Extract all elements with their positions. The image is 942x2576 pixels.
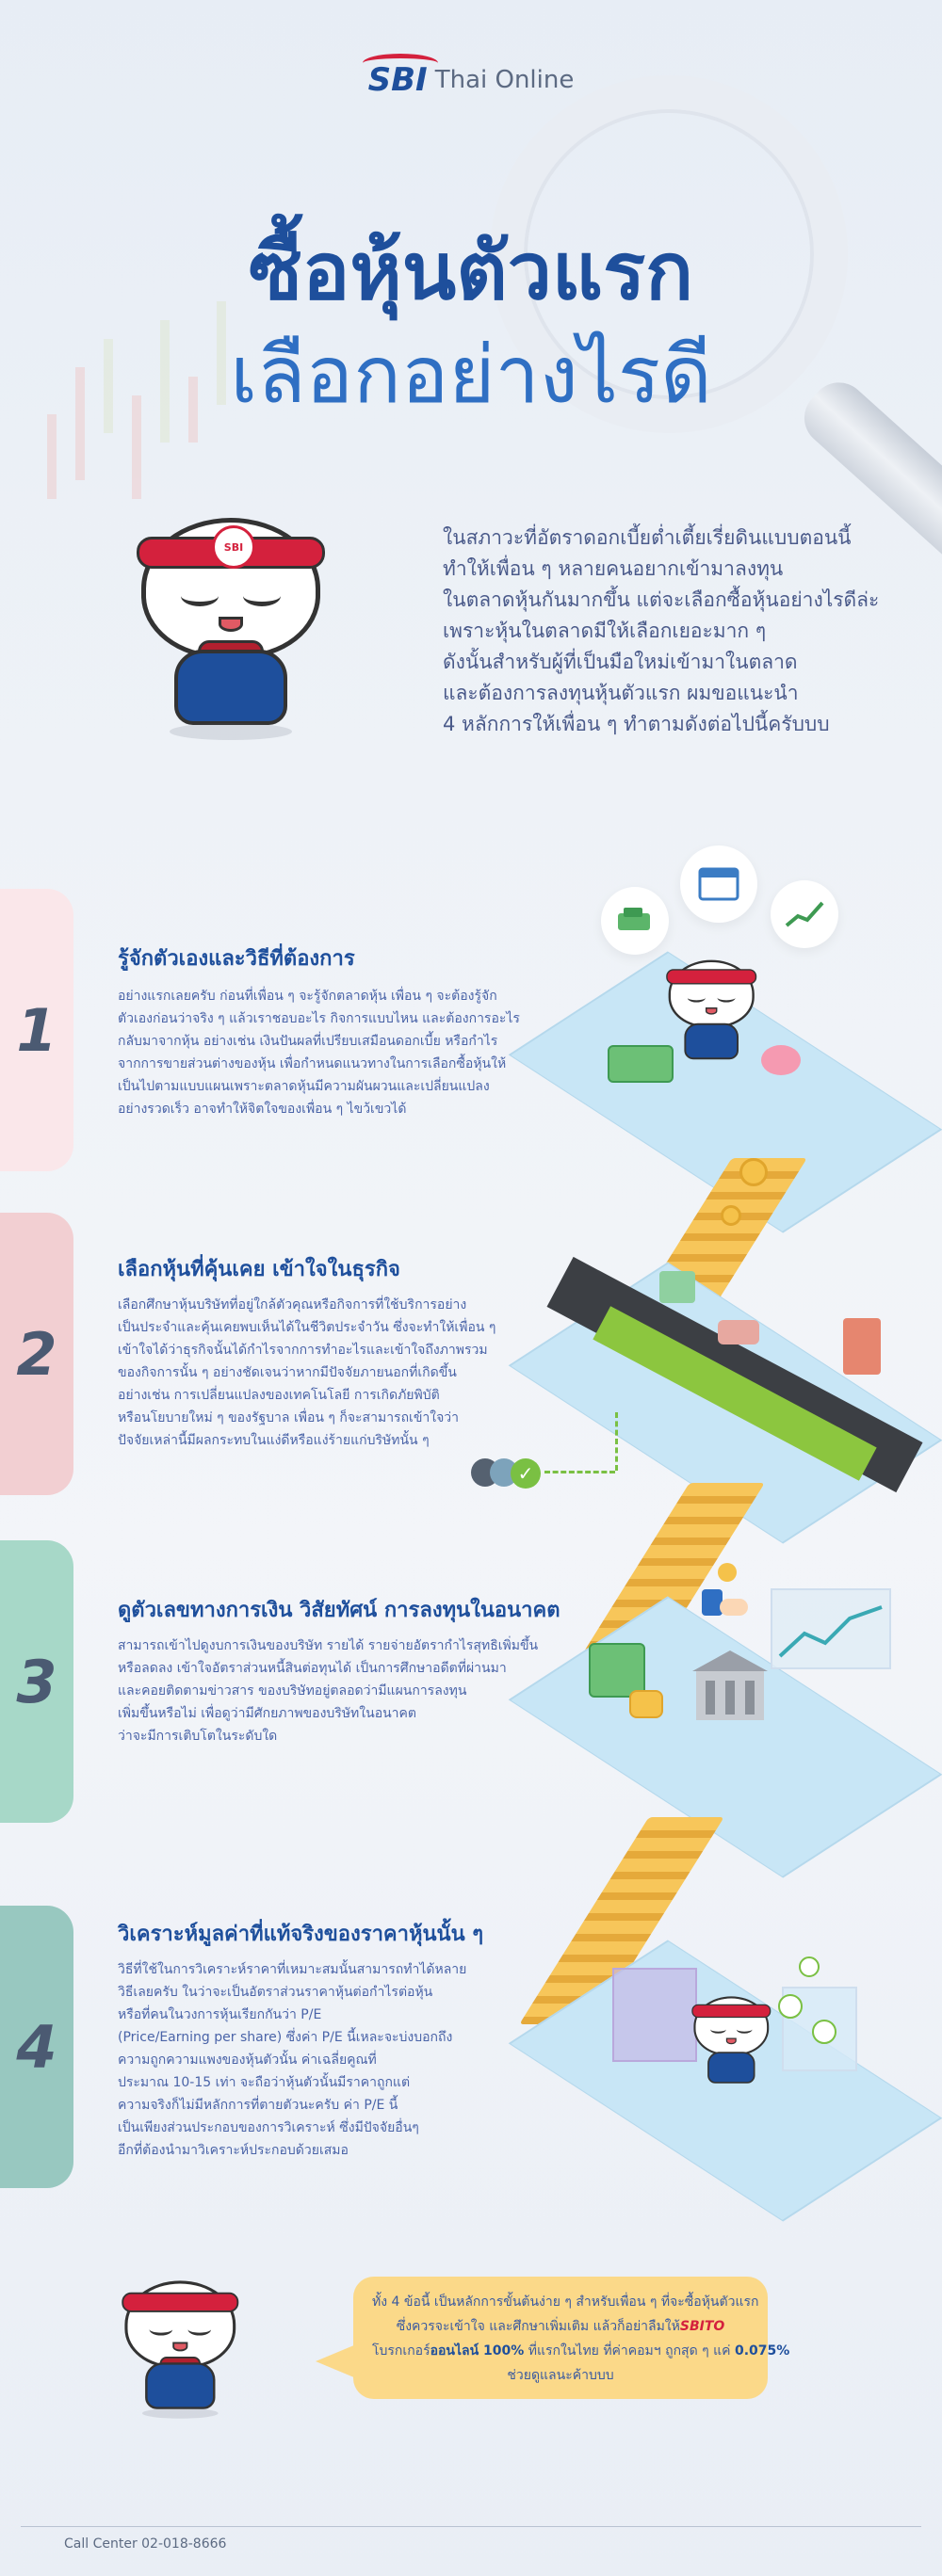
cat-mascot-section-1	[659, 951, 763, 1069]
oil-rig-icon	[843, 1318, 881, 1375]
section-3-body: สามารถเข้าไปดูงบการเงินของบริษัท รายได้ …	[118, 1634, 538, 1747]
dashed-connector	[544, 1471, 615, 1473]
intro-line: ในสภาวะที่อัตราดอกเบี้ยต่ำเตี้ยเรี่ยดินแ…	[443, 526, 852, 549]
intro-paragraph: ในสภาวะที่อัตราดอกเบี้ยต่ำเตี้ยเรี่ยดินแ…	[443, 523, 914, 740]
logo-text: Thai Online	[434, 66, 575, 94]
section-1-body: อย่างแรกเลยครับ ก่อนที่เพื่อน ๆ จะรู้จัก…	[118, 985, 520, 1120]
background-candlesticks	[38, 282, 320, 518]
section-2-line: หรือนโยบายใหม่ ๆ ของรัฐบาล เพื่อน ๆ ก็จะ…	[118, 1410, 460, 1425]
hand-coins-icon	[697, 1563, 754, 1619]
section-4-line: ประมาณ 10-15 เท่า จะถือว่าหุ้นตัวนั้นมีร…	[118, 2075, 411, 2090]
section-1-title: รู้จักตัวเองและวิธีที่ต้องการ	[118, 947, 355, 971]
section-4-title: วิเคราะห์มูลค่าที่แท้จริงของราคาหุ้นนั้น…	[118, 1923, 484, 1946]
section-2-line: เป็นประจำและคุ้นเคยพบเห็นได้ในชีวิตประจำ…	[118, 1320, 496, 1335]
intro-line: เพราะหุ้นในตลาดมีให้เลือกเยอะมาก ๆ	[443, 620, 767, 642]
section-1-number-card: 1	[0, 889, 73, 1171]
section-number: 4	[16, 2012, 57, 2082]
logo-mark: SBI	[362, 54, 438, 99]
section-4-line: หรือที่คนในวงการหุ้นเรียกกันว่า P/E	[118, 2007, 322, 2022]
section-3-line: เพิ่มขึ้นหรือไม่ เพื่อดูว่ามีศักยภาพของบ…	[118, 1706, 416, 1721]
calendar-bubble-icon	[680, 845, 757, 923]
section-2-line: เลือกศึกษาหุ้นบริษัทที่อยู่ใกล้ตัวคุณหรื…	[118, 1297, 467, 1312]
page-title-line1: ซื้อหุ้นตัวแรก	[248, 225, 694, 317]
section-1-line: ตัวเองก่อนว่าจริง ๆ แล้วเราชอบอะไร กิจกา…	[118, 1011, 520, 1026]
section-1-line: กลับมาจากหุ้น อย่างเช่น เงินปันผลที่เปรี…	[118, 1034, 498, 1049]
building-icon	[683, 1643, 777, 1728]
growth-chart-bubble-icon	[771, 880, 838, 948]
line-chart-panel-icon	[771, 1588, 891, 1669]
section-1-line: อย่างแรกเลยครับ ก่อนที่เพื่อน ๆ จะรู้จัก…	[118, 989, 497, 1004]
analysis-panel-icon	[612, 1968, 697, 2062]
online-100-highlight: ออนไลน์ 100%	[430, 2343, 525, 2359]
percent-bubble-icon	[799, 1956, 820, 1977]
cat-mascot-closing	[113, 2269, 248, 2421]
brand-sbito: SBITO	[679, 2319, 725, 2334]
section-3-line: และคอยติดตามข่าวสาร ของบริษัทอยู่ตลอดว่า…	[118, 1683, 467, 1699]
section-2-body: เลือกศึกษาหุ้นบริษัทที่อยู่ใกล้ตัวคุณหรื…	[118, 1294, 495, 1452]
coin-icon	[721, 1205, 741, 1226]
check-icon: ✓	[511, 1458, 541, 1489]
cash-stack-icon	[608, 1045, 674, 1083]
money-bubble-icon	[601, 887, 669, 955]
cash-stack-icon	[589, 1643, 645, 1698]
commission-rate: 0.075%	[734, 2343, 790, 2359]
section-2-line: เข้าใจได้ว่าธุรกิจนั้นได้กำไรจากการทำอะไ…	[118, 1343, 488, 1358]
closing-line: โบรกเกอร์ออนไลน์ 100% ที่แรกในไทย ที่ค่า…	[372, 2343, 790, 2359]
coin-icon	[739, 1158, 768, 1186]
section-3-title: ดูตัวเลขทางการเงิน วิสัยทัศน์ การลงทุนใน…	[118, 1599, 560, 1622]
cosmetics-icon	[718, 1320, 759, 1344]
intro-line: 4 หลักการให้เพื่อน ๆ ทำตามดังต่อไปนี้ครั…	[443, 713, 830, 735]
section-4-line: อีกที่ต้องนำมาวิเคราะห์ประกอบด้วยเสมอ	[118, 2143, 349, 2158]
section-number: 1	[16, 995, 57, 1065]
section-3-line: หรือลดลง เข้าใจอัตราส่วนหนี้สินต่อทุนได้…	[118, 1661, 507, 1676]
section-1-line: อย่างรวดเร็ว อาจทำให้จิตใจของเพื่อน ๆ ไข…	[118, 1102, 407, 1117]
section-4-line: เป็นเพียงส่วนประกอบของการวิเคราะห์ ซึ่งม…	[118, 2120, 419, 2135]
section-4-line: (Price/Earning per share) ซึ่งค่า P/E นี…	[118, 2030, 453, 2045]
coins-stack-icon	[629, 1690, 663, 1718]
page-title-line2: เลือกอย่างไรดี	[230, 329, 712, 421]
intro-line: ในตลาดหุ้นกันมากขึ้น แต่จะเลือกซื้อหุ้นอ…	[443, 588, 880, 611]
piggy-bank-icon	[761, 1045, 801, 1075]
section-3-line: สามารถเข้าไปดูงบการเงินของบริษัท รายได้ …	[118, 1638, 539, 1653]
progress-dots: ✓	[471, 1457, 556, 1489]
intro-line: ดังนั้นสำหรับผู้ที่เป็นมือใหม่เข้ามาในตล…	[443, 651, 798, 673]
cat-mascot-intro: SBI	[122, 499, 339, 744]
closing-line: ทั้ง 4 ข้อนี้ เป็นหลักการขั้นต้นง่าย ๆ ส…	[372, 2294, 759, 2310]
section-2-line: อย่างเช่น การเปลี่ยนแปลงของเทคโนโลยี การ…	[118, 1388, 440, 1403]
closing-line: ช่วยดูแลนะค้าบบบ	[507, 2368, 614, 2383]
section-2-number-card: 2	[0, 1213, 73, 1495]
footer-divider	[21, 2526, 921, 2527]
section-1-line: จากการขายส่วนต่างของหุ้น เพื่อกำหนดแนวทา…	[118, 1056, 507, 1071]
section-4-line: วิธีที่ใช้ในการวิเคราะห์ราคาที่เหมาะสมนั…	[118, 1962, 467, 1977]
intro-line: ทำให้เพื่อน ๆ หลายคนอยากเข้ามาลงทุน	[443, 557, 784, 580]
section-1-line: เป็นไปตามแบบแผนเพราะตลาดหุ้นมีความผันผวน…	[118, 1079, 490, 1094]
dashed-connector	[615, 1412, 618, 1471]
closing-line: ซึ่งควรจะเข้าใจ และศึกษาเพิ่มเติม แล้วก็…	[396, 2319, 725, 2334]
section-4-line: ความถูกความแพงของหุ้นตัวนั้น ค่าเฉลี่ยคู…	[118, 2053, 377, 2068]
section-3-line: ว่าจะมีการเติบโตในระดับใด	[118, 1729, 278, 1744]
closing-speech-bubble: ทั้ง 4 ข้อนี้ เป็นหลักการขั้นต้นง่าย ๆ ส…	[353, 2277, 790, 2399]
section-4-line: วิธีเลยครับ ในว่าจะเป็นอัตราส่วนราคาหุ้น…	[118, 1985, 433, 2000]
section-number: 2	[16, 1319, 57, 1389]
section-2-line: ของกิจการนั้น ๆ อย่างชัดเจนว่าหากมีปัจจั…	[118, 1365, 457, 1380]
brand-logo: SBI Thai Online	[0, 54, 942, 104]
store-icon	[659, 1271, 695, 1303]
section-4-number-card: 4	[0, 1906, 73, 2188]
section-2-line: ปัจจัยเหล่านี้มีผลกระทบในแง่ดีหรือแง่ร้า…	[118, 1433, 430, 1448]
section-number: 3	[16, 1647, 57, 1716]
call-center-text: Call Center 02-018-8666	[64, 2536, 227, 2552]
section-4-line: ความจริงก็ไม่มีหลักการที่ตายตัวนะครับ ค่…	[118, 2098, 398, 2113]
section-3-number-card: 3	[0, 1540, 73, 1823]
cat-mascot-section-4	[686, 1988, 777, 2091]
intro-line: และต้องการลงทุนหุ้นตัวแรก ผมขอแนะนำ	[443, 682, 799, 704]
percent-bubble-icon	[778, 1994, 803, 2019]
section-4-body: วิธีที่ใช้ในการวิเคราะห์ราคาที่เหมาะสมนั…	[118, 1958, 466, 2162]
percent-bubble-icon	[812, 2020, 836, 2044]
sbi-badge-icon: SBI	[212, 525, 255, 569]
section-2-title: เลือกหุ้นที่คุ้นเคย เข้าใจในธุรกิจ	[118, 1258, 400, 1281]
